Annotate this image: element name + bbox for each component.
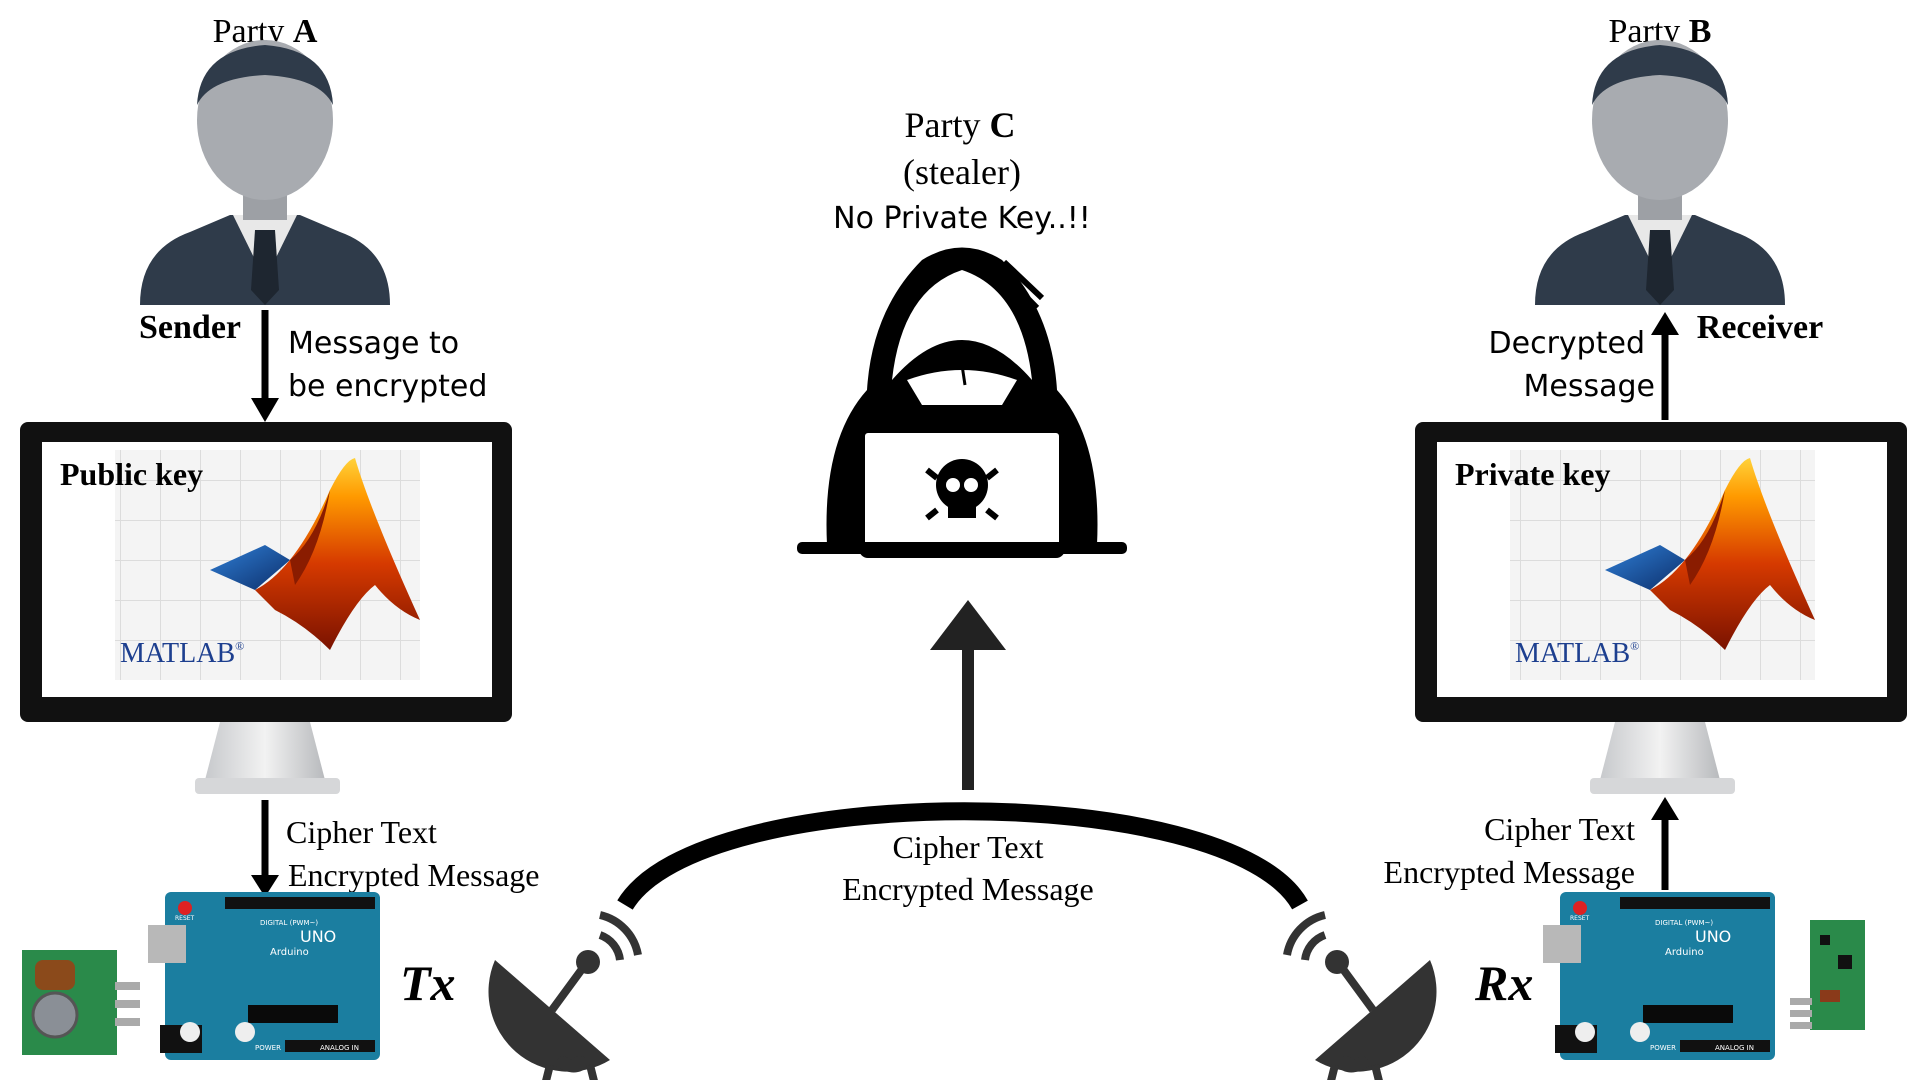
digital-label: DIGITAL (PWM~) xyxy=(1655,919,1713,927)
monitor-stand xyxy=(205,722,325,780)
uno-label: UNO xyxy=(300,927,336,946)
left-computer: MATLAB® Public key xyxy=(20,422,512,794)
sender-label: Sender xyxy=(139,309,241,346)
right-computer: MATLAB® Private key xyxy=(1415,422,1907,794)
user-icon xyxy=(140,40,390,305)
user-icon xyxy=(1535,40,1785,305)
analog-label: ANALOG IN xyxy=(1715,1044,1754,1052)
transmission-arc xyxy=(617,802,1308,911)
arrowhead xyxy=(1651,312,1679,335)
party-b: Party B Receiver xyxy=(1535,13,1823,346)
party-c-title: Party C xyxy=(905,105,1016,145)
party-c: Party C (stealer) No Private Key..!! xyxy=(797,105,1127,558)
tx-label: Tx xyxy=(400,955,456,1011)
power-label: POWER xyxy=(1650,1044,1676,1052)
digital-label: DIGITAL (PWM~) xyxy=(260,919,318,927)
arrowhead xyxy=(251,875,279,897)
label-cipher-text-mid: Cipher Text xyxy=(893,829,1044,865)
private-key-label: Private key xyxy=(1455,456,1611,492)
label-cipher-text-right: Cipher Text xyxy=(1484,811,1635,847)
matlab-wordmark: MATLAB® xyxy=(120,638,244,669)
label-encrypted-message-mid: Encrypted Message xyxy=(842,871,1093,907)
tx-rf-module xyxy=(22,950,140,1055)
matlab-logo: MATLAB® xyxy=(1515,458,1815,669)
receiver-label: Receiver xyxy=(1697,309,1823,346)
party-c-note: No Private Key..!! xyxy=(833,201,1091,236)
monitor-base xyxy=(1590,778,1735,794)
party-c-subtitle: (stealer) xyxy=(903,152,1021,192)
reset-label: RESET xyxy=(1570,915,1590,922)
uno-label: UNO xyxy=(1695,927,1731,946)
rx-rf-module xyxy=(1790,920,1865,1030)
label-cipher-text-left: Cipher Text xyxy=(286,814,437,850)
arduino-board-rx: UNO Arduino DIGITAL (PWM~) RESET POWER A… xyxy=(1543,892,1775,1060)
label-message-to: Message to xyxy=(288,326,459,361)
arrowhead xyxy=(930,600,1006,650)
analog-label: ANALOG IN xyxy=(320,1044,359,1052)
satellite-dish-right-icon xyxy=(1283,911,1437,1080)
monitor-stand xyxy=(1600,722,1720,780)
satellite-dish-left-icon xyxy=(488,911,642,1080)
matlab-logo: MATLAB® xyxy=(120,458,420,669)
rx-label: Rx xyxy=(1474,955,1533,1011)
party-a: Party A Sender xyxy=(139,13,390,346)
monitor-base xyxy=(195,778,340,794)
power-label: POWER xyxy=(255,1044,281,1052)
label-encrypted-message-right: Encrypted Message xyxy=(1384,854,1635,890)
matlab-wordmark: MATLAB® xyxy=(1515,638,1639,669)
arduino-board-tx: UNO Arduino DIGITAL (PWM~) RESET POWER A… xyxy=(148,892,380,1060)
public-key-label: Public key xyxy=(60,456,203,492)
arduino-label: Arduino xyxy=(270,947,309,958)
label-encrypted-message-left: Encrypted Message xyxy=(288,857,539,893)
arrowhead xyxy=(1651,797,1679,820)
label-message: Message xyxy=(1524,369,1655,404)
arrowhead xyxy=(251,398,279,422)
label-decrypted: Decrypted xyxy=(1489,326,1645,361)
arduino-label: Arduino xyxy=(1665,947,1704,958)
hacker-icon xyxy=(797,247,1127,558)
reset-label: RESET xyxy=(175,915,195,922)
label-be-encrypted: be encrypted xyxy=(288,369,487,404)
